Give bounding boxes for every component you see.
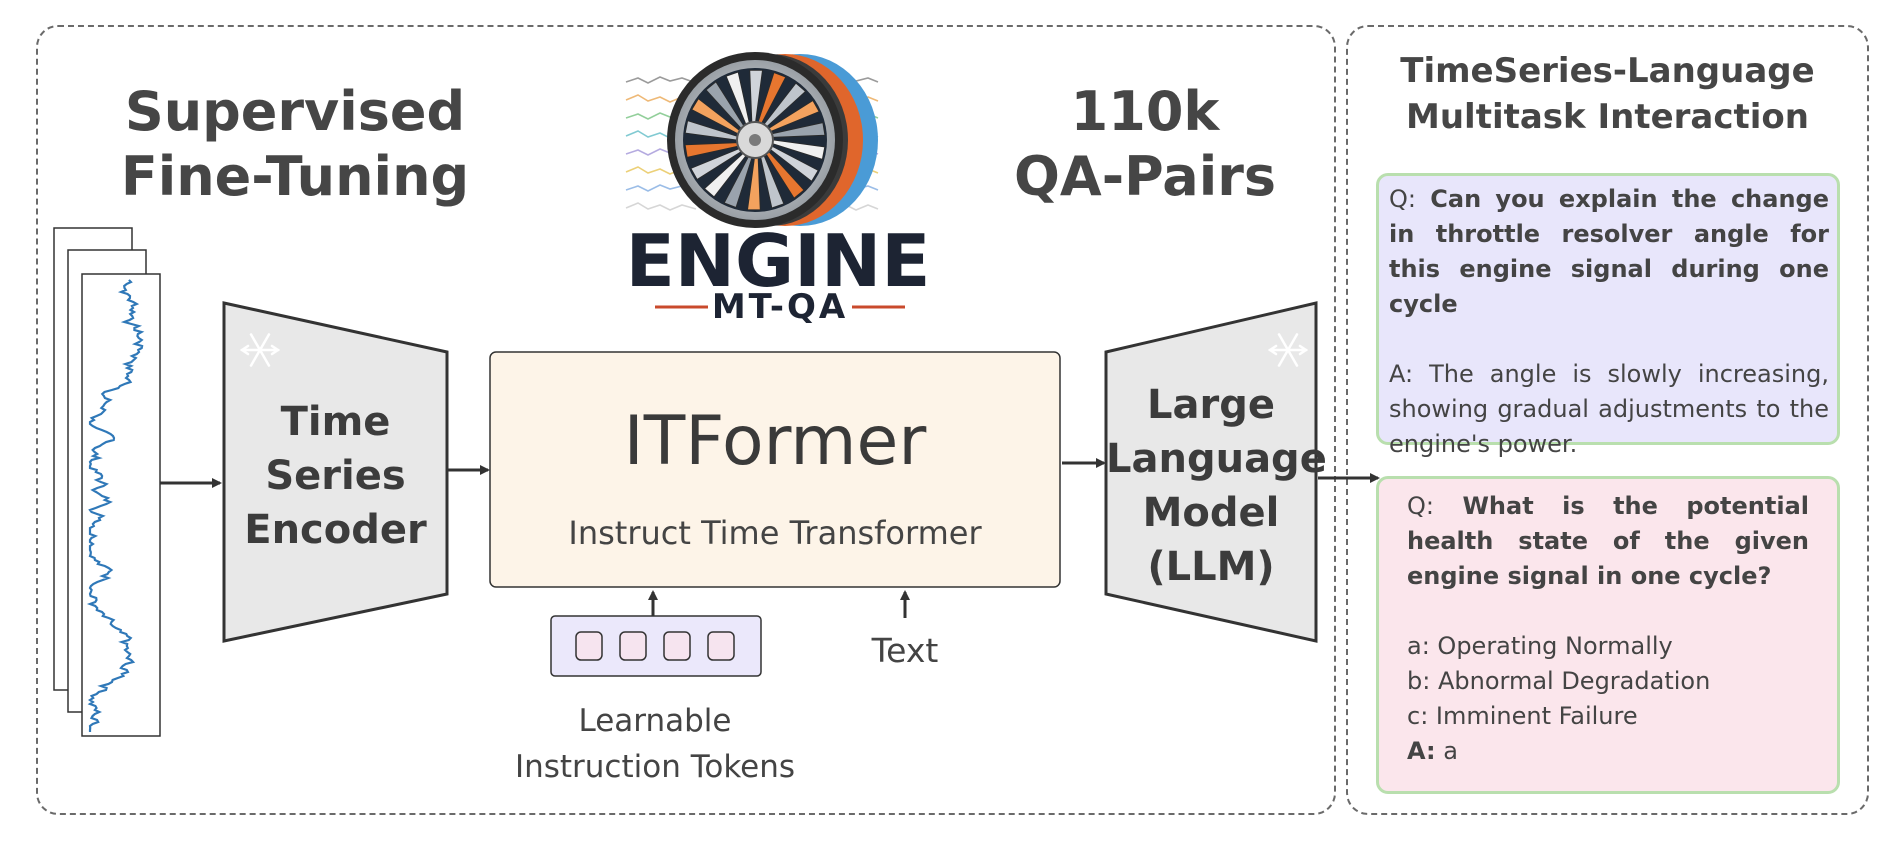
itformer-subtitle: Instruct Time Transformer (568, 514, 982, 552)
logo-word: ENGINE (626, 219, 931, 303)
llm-label: Large Language Model (LLM) (1106, 382, 1327, 590)
encoder-label: Time Series Encoder (244, 399, 427, 553)
qa2-option: b: Abnormal Degradation (1407, 667, 1711, 695)
time-series-stack (53, 227, 161, 737)
sft-heading: Supervised Fine-Tuning (120, 80, 470, 208)
qa2-option: a: Operating Normally (1407, 632, 1673, 660)
logo-subtitle: MT-QA (712, 287, 848, 327)
snowflake-icon (1267, 333, 1309, 367)
qa2-question: Q: What is the potential health state of… (1407, 492, 1809, 590)
token-cell (575, 631, 603, 661)
fan-blades (684, 69, 826, 211)
itformer-box (489, 351, 1061, 588)
token-cell (619, 631, 647, 661)
instruction-tokens-box (550, 615, 762, 677)
text-input-label: Text (871, 631, 939, 670)
qa-card-1: Q: Can you explain the change in throttl… (1376, 173, 1840, 458)
token-cell (707, 631, 735, 661)
sft-panel (36, 25, 1336, 815)
qa1-answer: A: The angle is slowly increasing, showi… (1389, 360, 1829, 458)
qa-card-2: Q: What is the potential health state of… (1376, 476, 1840, 794)
qa-pairs-heading: 110k QA-Pairs (1014, 80, 1276, 208)
qa2-option: c: Imminent Failure (1407, 702, 1638, 730)
engine-logo: ENGINE MT-QA (626, 52, 931, 327)
time-series-signal (86, 279, 145, 732)
time-series-encoder-shape (222, 301, 449, 643)
itformer-title: ITFormer (623, 402, 927, 481)
multitask-title: TimeSeries-Language Multitask Interactio… (1400, 51, 1815, 137)
llm-shape (1104, 301, 1318, 643)
token-cell (663, 631, 691, 661)
tokens-label: Learnable Instruction Tokens (514, 703, 796, 785)
qa2-options: a: Operating Normally b: Abnormal Degrad… (1407, 629, 1809, 769)
qa2-answer: A: a (1407, 737, 1458, 765)
multitask-panel (1346, 25, 1869, 815)
qa1-question: Q: Can you explain the change in throttl… (1389, 185, 1830, 318)
snowflake-icon (239, 333, 281, 367)
